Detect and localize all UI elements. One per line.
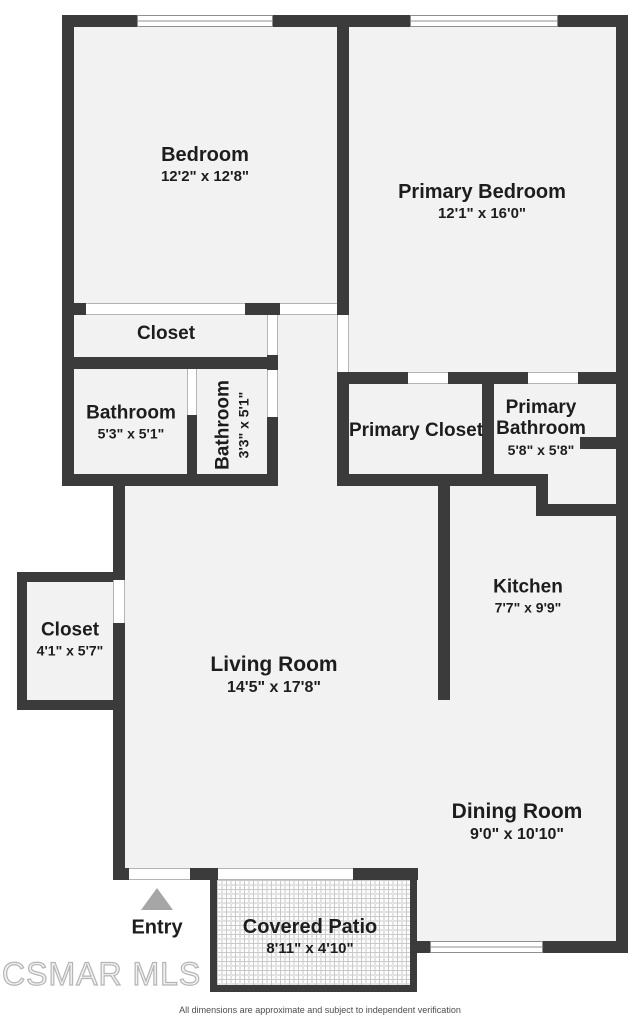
- wall: [353, 868, 418, 880]
- wall: [187, 415, 197, 486]
- room-dims: 12'2" x 12'8": [160, 168, 250, 186]
- room-label-dining-room: Dining Room 9'0" x 10'10": [452, 799, 583, 845]
- covered-patio-area: [210, 880, 417, 992]
- room-label-primary-closet: Primary Closet: [349, 419, 483, 443]
- room-label-closet-top: Closet: [137, 322, 195, 346]
- door-opening: [267, 370, 278, 417]
- room-label-primary-bedroom: Primary Bedroom 12'1" x 16'0": [398, 180, 566, 224]
- floor-living-section: [113, 486, 628, 868]
- wall: [578, 372, 628, 384]
- disclaimer-text: All dimensions are approximate and subje…: [179, 1005, 461, 1015]
- wall: [616, 15, 628, 953]
- wall: [17, 572, 125, 582]
- door-opening: [280, 303, 337, 315]
- sliding-door-opening: [218, 868, 353, 880]
- entry-label: Entry: [131, 916, 183, 939]
- room-dims: 5'8" x 5'8": [507, 441, 575, 458]
- wall: [62, 15, 74, 486]
- entry-opening: [129, 868, 190, 880]
- room-label-bathroom-small: Bathroom 3'3" x 5'1": [211, 380, 252, 470]
- room-dims: 9'0" x 10'10": [470, 826, 564, 844]
- entry-arrow-icon: [141, 888, 173, 910]
- wall: [113, 623, 125, 880]
- room-name: Closet: [136, 323, 196, 345]
- window: [137, 15, 273, 27]
- wall: [337, 372, 349, 486]
- door-opening: [337, 315, 349, 372]
- wall: [113, 474, 125, 580]
- wall: [482, 372, 494, 486]
- room-dims: 8'11" x 4'10": [266, 940, 354, 958]
- room-label-bedroom: Bedroom 12'2" x 12'8": [161, 143, 249, 187]
- floor-dining-section: [412, 868, 628, 941]
- room-name: Primary Bathroom: [496, 396, 586, 439]
- door-opening: [408, 372, 448, 384]
- wall: [190, 868, 218, 880]
- room-name: Kitchen: [493, 576, 563, 598]
- wall: [62, 303, 86, 315]
- watermark: CSMAR MLS: [1, 955, 202, 992]
- wall: [267, 417, 278, 486]
- wall: [482, 474, 548, 486]
- door-opening: [187, 369, 197, 415]
- wall: [543, 941, 628, 953]
- room-name: Covered Patio: [242, 916, 378, 939]
- room-name: Bathroom: [86, 402, 176, 424]
- door-opening: [113, 580, 125, 623]
- room-label-primary-bathroom: Primary Bathroom 5'8" x 5'8": [489, 396, 593, 458]
- wall: [245, 303, 280, 315]
- wall: [113, 868, 129, 880]
- room-label-closet-left: Closet 4'1" x 5'7": [37, 618, 104, 659]
- room-name: Primary Closet: [348, 420, 484, 442]
- room-dims: 14'5" x 17'8": [227, 679, 321, 697]
- room-name: Closet: [40, 619, 100, 641]
- door-opening: [528, 372, 578, 384]
- room-name: Living Room: [210, 652, 338, 676]
- floor-left-closet: [17, 572, 125, 710]
- wall: [17, 572, 27, 710]
- wall: [438, 474, 450, 700]
- wall: [580, 437, 628, 449]
- room-name: Bedroom: [161, 144, 249, 167]
- room-dims: 3'3" x 5'1": [235, 391, 252, 459]
- room-label-kitchen: Kitchen 7'7" x 9'9": [493, 575, 563, 616]
- room-dims: 7'7" x 9'9": [494, 599, 562, 616]
- wall: [412, 941, 430, 953]
- room-dims: 4'1" x 5'7": [36, 642, 104, 659]
- wall: [337, 372, 408, 384]
- room-name: Primary Bedroom: [398, 181, 566, 204]
- wall: [337, 15, 349, 315]
- window: [410, 15, 558, 27]
- wall: [17, 700, 125, 710]
- window: [430, 941, 543, 953]
- wall: [337, 474, 494, 486]
- door-opening: [86, 303, 245, 315]
- wall: [62, 474, 278, 486]
- room-label-bathroom-left: Bathroom 5'3" x 5'1": [86, 401, 176, 442]
- wall: [267, 355, 278, 370]
- room-name: Bathroom: [212, 380, 234, 470]
- room-dims: 12'1" x 16'0": [437, 205, 527, 223]
- room-name: Dining Room: [451, 799, 583, 823]
- room-label-living-room: Living Room 14'5" x 17'8": [210, 652, 337, 698]
- door-opening: [267, 315, 278, 355]
- wall: [536, 504, 628, 516]
- room-dims: 5'3" x 5'1": [97, 425, 165, 442]
- room-label-covered-patio: Covered Patio 8'11" x 4'10": [243, 915, 377, 959]
- wall: [62, 357, 278, 369]
